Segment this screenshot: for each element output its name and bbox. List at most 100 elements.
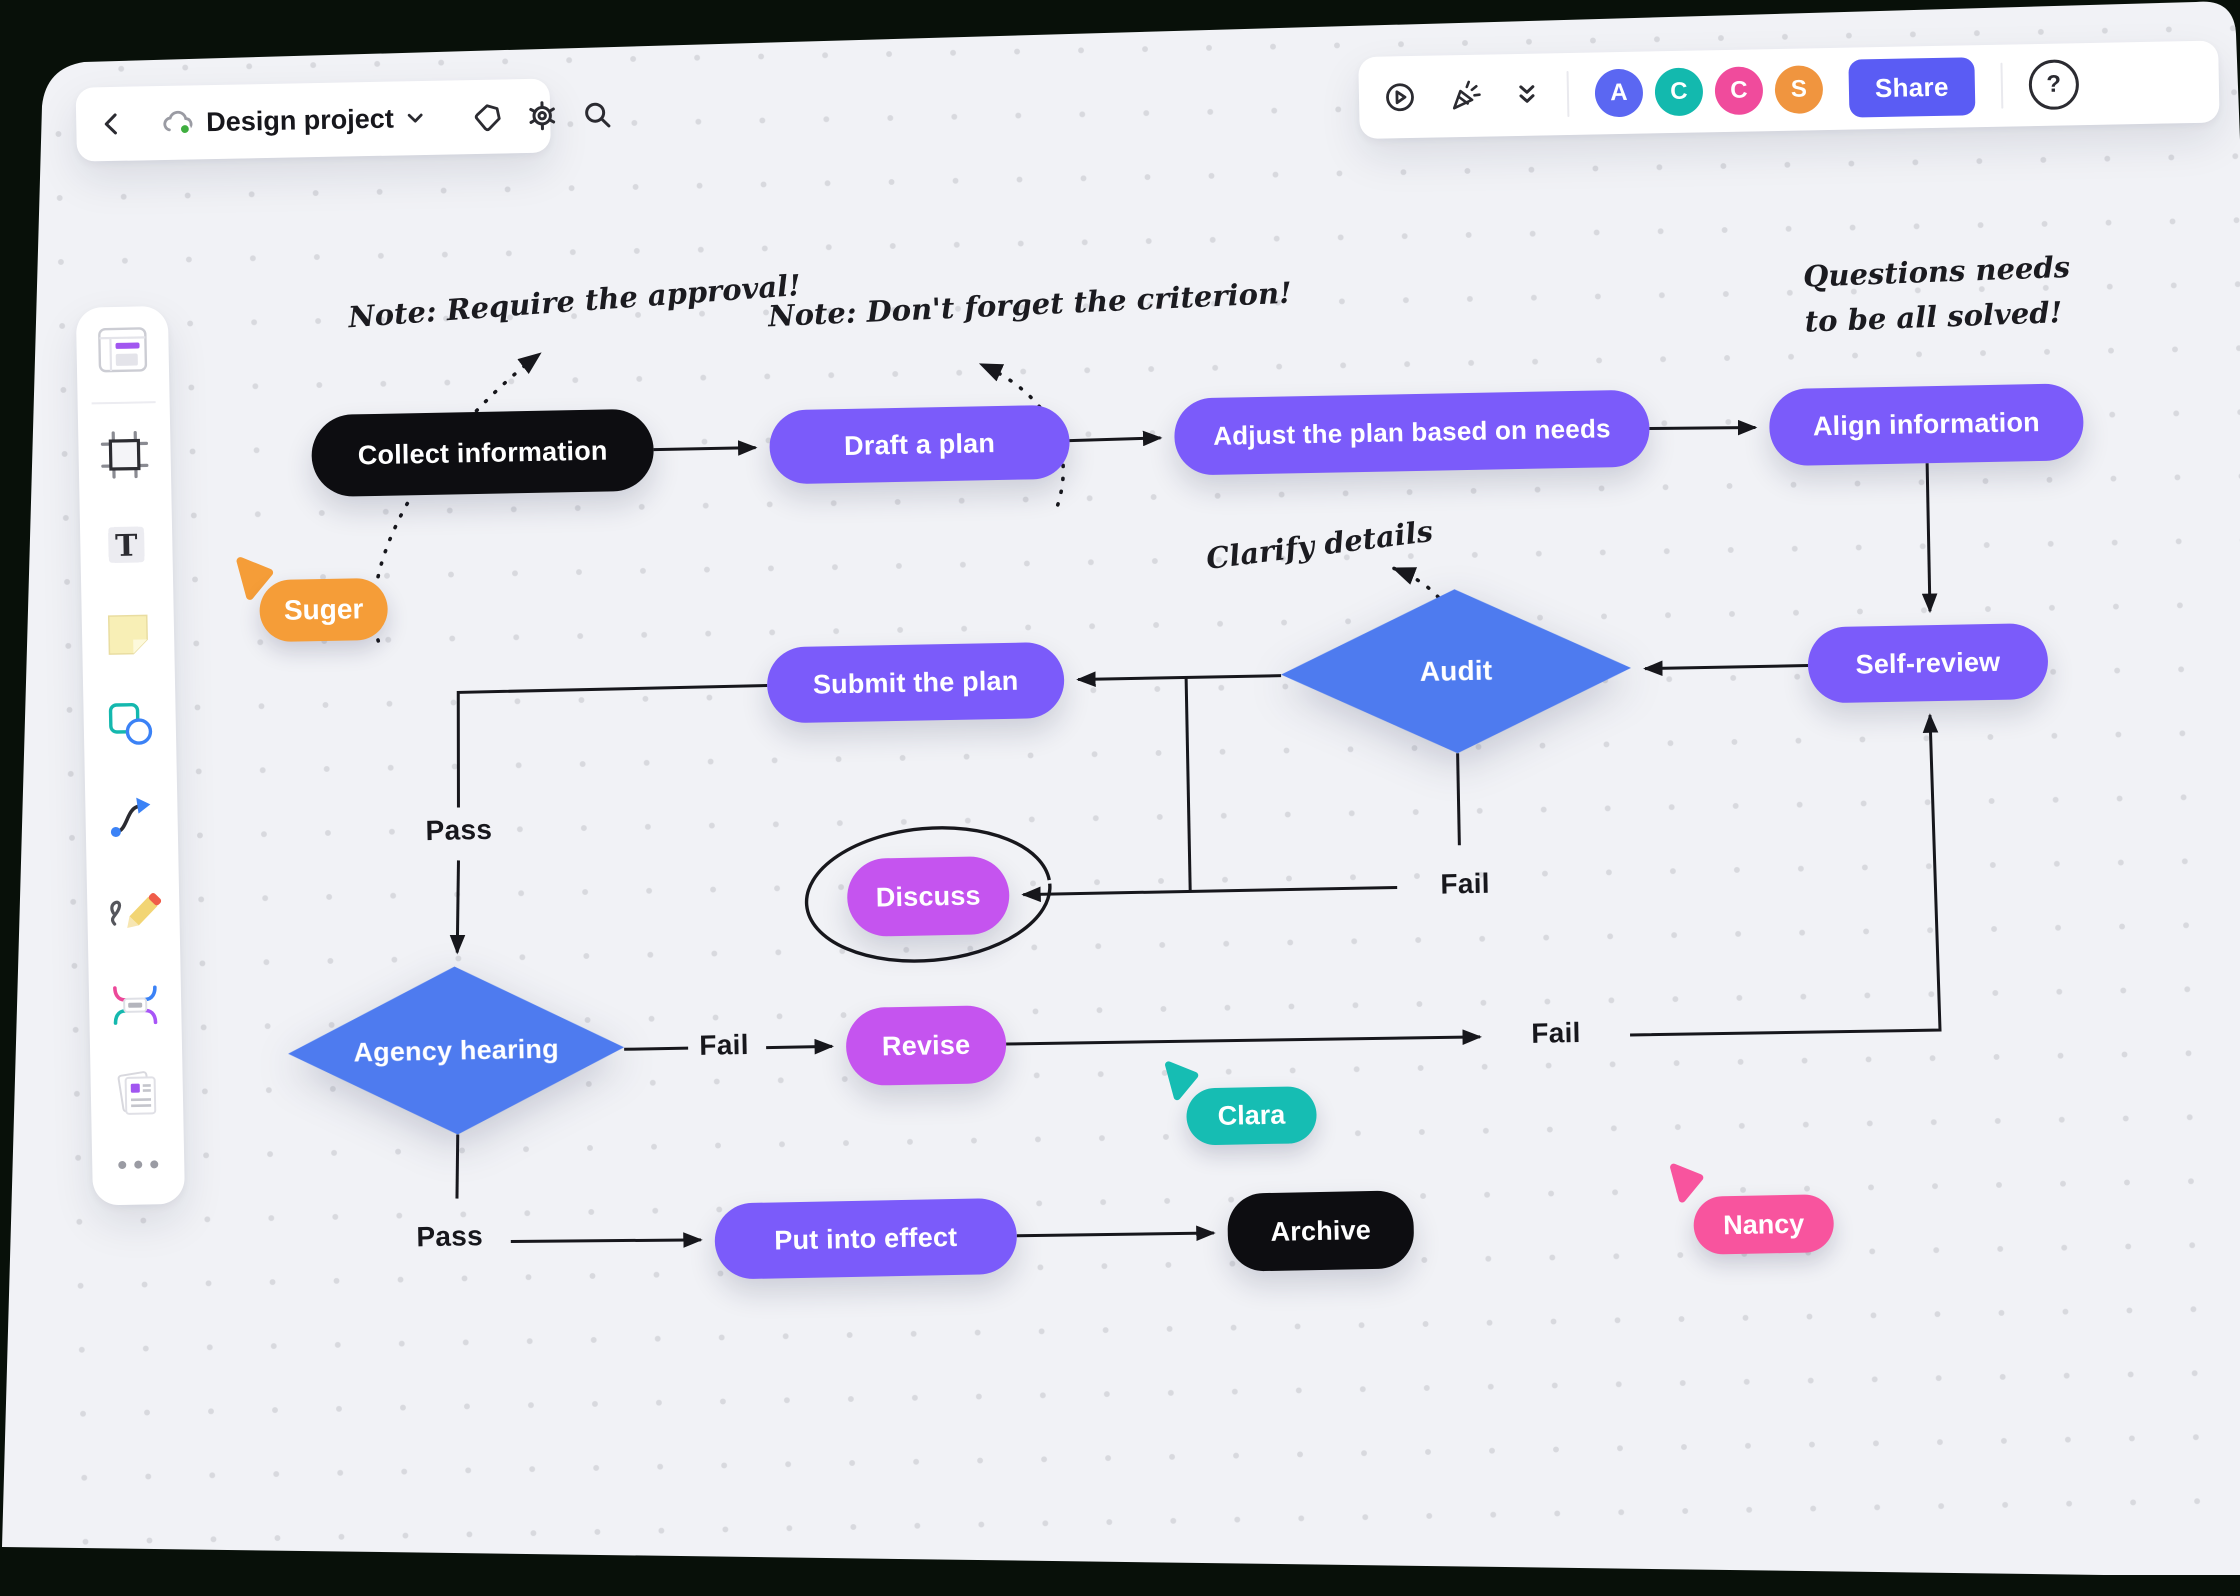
tag-button[interactable]: [471, 101, 502, 132]
note-dont-forget-criterion[interactable]: Note: Don't forget the criterion!: [767, 282, 1148, 333]
node-draft-a-plan[interactable]: Draft a plan: [769, 405, 1070, 485]
svg-text:T: T: [115, 529, 139, 564]
node-agency-hearing-diamond[interactable]: Agency hearing: [287, 963, 626, 1137]
node-revise[interactable]: Revise: [845, 1005, 1006, 1086]
text-tool-button[interactable]: T: [99, 517, 154, 572]
avatar[interactable]: A: [1595, 69, 1644, 118]
cursor-name: Nancy: [1723, 1208, 1805, 1241]
node-put-into-effect[interactable]: Put into effect: [714, 1198, 1017, 1280]
node-align-information[interactable]: Align information: [1769, 383, 2084, 466]
project-title[interactable]: Design project: [206, 103, 394, 138]
edge-agency-pass: [456, 1135, 459, 1199]
node-archive[interactable]: Archive: [1227, 1190, 1414, 1272]
document-icon: [108, 1065, 165, 1122]
node-audit-diamond[interactable]: Audit: [1279, 586, 1632, 757]
node-self-review[interactable]: Self-review: [1807, 623, 2048, 704]
pencil-icon: [105, 884, 162, 939]
connector-tool-button[interactable]: [104, 789, 159, 844]
edge-align-selfreview: [1927, 463, 1930, 611]
sidebar-divider: [92, 401, 156, 404]
connector-icon: [104, 789, 159, 844]
node-label: Revise: [882, 1029, 971, 1062]
present-button[interactable]: [1383, 80, 1418, 115]
mindmap-tool-button[interactable]: [107, 977, 164, 1032]
shapes-icon: [102, 695, 157, 750]
edge-put-archive: [1017, 1232, 1214, 1237]
avatar[interactable]: S: [1774, 65, 1823, 114]
avatar[interactable]: C: [1654, 67, 1703, 116]
node-label: Self-review: [1855, 646, 2000, 680]
shapes-tool-button[interactable]: [102, 695, 157, 750]
edge-label-fail-agency: Fail: [669, 1028, 780, 1062]
back-button[interactable]: [98, 110, 127, 139]
note-line: to be all solved!: [1804, 295, 2063, 338]
sticky-note-tool-button[interactable]: [101, 607, 156, 662]
node-adjust-plan[interactable]: Adjust the plan based on needs: [1174, 390, 1650, 476]
avatar-initial: C: [1670, 78, 1688, 106]
collaborator-avatars: A C C S: [1595, 65, 1824, 117]
edge-audit-fail-stub: [1458, 753, 1460, 845]
node-label: Align information: [1813, 407, 2040, 442]
cursor-name-tag: Nancy: [1693, 1194, 1834, 1255]
settings-button[interactable]: [525, 99, 558, 132]
divider: [443, 97, 444, 139]
edge-selfreview-audit: [1645, 666, 1808, 669]
sync-status-dot: [180, 124, 190, 134]
divider: [1567, 71, 1570, 117]
edge-label-fail-revise: Fail: [1501, 1016, 1612, 1050]
text-icon: T: [99, 517, 154, 572]
search-icon: [581, 99, 612, 130]
collapse-toolbar-button[interactable]: [1513, 81, 1542, 110]
annotation-arrow-note1: [369, 354, 545, 641]
toolbar-collaboration: A C C S Share ?: [1358, 41, 2219, 139]
node-collect-information[interactable]: Collect information: [311, 409, 655, 498]
node-label: Agency hearing: [353, 1033, 559, 1068]
node-label: Audit: [1419, 655, 1492, 688]
edge-label-pass-lower: Pass: [394, 1220, 505, 1254]
node-label: Discuss: [875, 880, 981, 913]
tool-sidebar: T: [76, 306, 185, 1206]
edge-label-fail-audit: Fail: [1410, 867, 1521, 901]
party-popper-icon: [1447, 78, 1484, 115]
toolbar-project: Design project: [76, 79, 551, 162]
note-line: Questions needs: [1803, 250, 2071, 294]
gear-icon: [525, 99, 558, 132]
edge-label-pass-upper: Pass: [404, 813, 515, 847]
edge-audit-submit: [1078, 676, 1281, 680]
edge-revise-fail: [1006, 1035, 1480, 1046]
note-require-approval[interactable]: Note: Require the approval!: [347, 276, 689, 334]
project-menu-button[interactable]: [404, 107, 426, 129]
share-button[interactable]: Share: [1848, 57, 1975, 117]
more-tools-button[interactable]: [116, 1158, 160, 1171]
node-discuss[interactable]: Discuss: [847, 856, 1010, 937]
question-mark-icon: ?: [2046, 71, 2061, 99]
note-questions-solved[interactable]: Questions needs to be all solved!: [1802, 246, 2045, 345]
avatar-initial: S: [1791, 75, 1808, 103]
node-submit-the-plan[interactable]: Submit the plan: [766, 642, 1064, 724]
node-label: Collect information: [357, 435, 607, 471]
help-button[interactable]: ?: [2028, 59, 2079, 110]
cursor-name: Clara: [1217, 1100, 1285, 1132]
node-label: Submit the plan: [813, 665, 1019, 700]
double-chevron-down-icon: [1513, 81, 1542, 110]
cursor-arrow-icon: [1667, 1163, 1708, 1204]
share-label: Share: [1875, 71, 1949, 103]
frame-tool-button[interactable]: [97, 427, 152, 482]
divider: [2000, 63, 2003, 109]
ellipsis-icon: [116, 1158, 160, 1171]
celebrate-button[interactable]: [1447, 78, 1484, 115]
cursor-suger: Suger: [233, 556, 278, 606]
templates-tool-button[interactable]: [94, 324, 151, 375]
avatar[interactable]: C: [1714, 66, 1763, 115]
edge-fail-discuss: [1023, 887, 1397, 894]
cloud-icon: [160, 107, 197, 138]
document-tool-button[interactable]: [108, 1065, 165, 1122]
pencil-tool-button[interactable]: [105, 884, 162, 939]
note-clarify-details[interactable]: Clarify details: [1204, 516, 1417, 576]
edge-pass-agency: [455, 860, 460, 952]
search-button[interactable]: [581, 99, 612, 130]
